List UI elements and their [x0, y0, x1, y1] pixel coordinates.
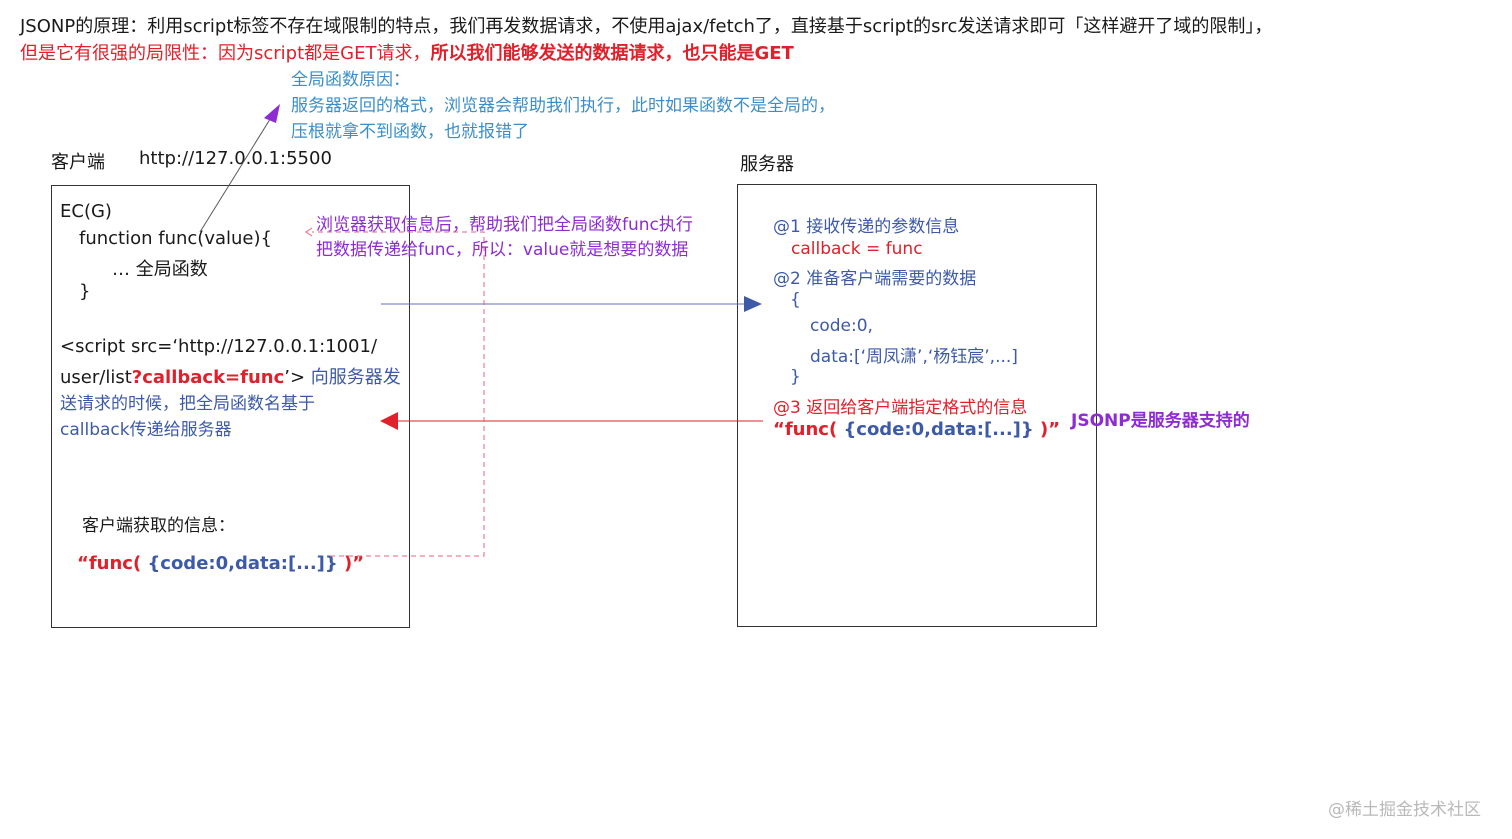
client-ec-label: EC(G): [60, 201, 112, 222]
client-received-func: “func(: [77, 553, 142, 574]
browser-note-line-1: 浏览器获取信息后，帮助我们把全局函数func执行: [316, 215, 693, 235]
execute-dashed-arrowhead: [305, 227, 313, 237]
server-callback: callback = func: [791, 239, 923, 259]
global-note-line-1: 服务器返回的格式，浏览器会帮助我们执行，此时如果函数不是全局的，: [291, 96, 835, 116]
client-func-close: }: [79, 281, 91, 302]
server-step-1: @1 接收传递的参数信息: [773, 217, 960, 237]
server-code: code:0,: [810, 316, 873, 336]
side-note: JSONP是服务器支持的: [1071, 411, 1250, 431]
server-return-func: “func(: [773, 419, 838, 440]
client-script-line-2: user/list?callback=func’> 向服务器发: [60, 363, 401, 389]
client-script-note-1: 向服务器发: [310, 367, 401, 388]
watermark: @稀土掘金技术社区: [1328, 800, 1481, 820]
client-script-path: user/list: [60, 367, 132, 388]
server-return-close: )”: [1033, 419, 1061, 440]
client-box: [51, 185, 410, 628]
global-note-pointer-line: [199, 115, 273, 233]
client-func-body: … 全局函数: [112, 259, 208, 280]
browser-note-line-2: 把数据传递给func，所以：value就是想要的数据: [316, 240, 689, 260]
global-note-line-2: 压根就拿不到函数，也就报错了: [291, 122, 529, 142]
global-note-pointer-arrowhead: [264, 104, 280, 123]
header-line-1: JSONP的原理：利用script标签不存在域限制的特点，我们再发数据请求，不使…: [20, 16, 1273, 37]
client-func-decl: function func(value){: [79, 228, 272, 249]
client-received-value: “func( {code:0,data:[...]} )”: [77, 553, 364, 574]
client-script-callback: ?callback=func: [131, 367, 285, 388]
server-step-3: @3 返回给客户端指定格式的信息: [773, 398, 1028, 418]
server-label: 服务器: [740, 154, 794, 175]
client-url: http://127.0.0.1:5500: [139, 148, 332, 169]
global-note-title: 全局函数原因：: [291, 70, 410, 90]
header-line-2-part-a: 但是它有很强的局限性：因为script都是GET请求，: [20, 43, 431, 64]
server-return-data: {code:0,data:[...]}: [837, 419, 1034, 440]
request-arrowhead: [744, 296, 762, 312]
client-received-close: )”: [337, 553, 365, 574]
server-step-2: @2 准备客户端需要的数据: [773, 269, 977, 289]
server-data: data:[‘周凤潇’,‘杨钰宸’,...]: [810, 347, 1018, 367]
server-brace-open: {: [790, 290, 801, 310]
client-script-line-1: <script src=‘http://127.0.0.1:1001/: [60, 336, 378, 357]
client-label: 客户端: [51, 152, 105, 173]
header-line-2: 但是它有很强的局限性：因为script都是GET请求，所以我们能够发送的数据请求…: [20, 39, 794, 65]
header-line-2-part-b: 所以我们能够发送的数据请求，也只能是GET: [430, 43, 794, 64]
response-arrowhead: [380, 412, 398, 430]
server-return-value: “func( {code:0,data:[...]} )”: [773, 419, 1060, 440]
client-script-note-2: 送请求的时候，把全局函数名基于: [60, 394, 315, 414]
client-script-note-3: callback传递给服务器: [60, 420, 232, 440]
client-script-close: ’>: [284, 367, 306, 388]
client-received-data: {code:0,data:[...]}: [141, 553, 338, 574]
execute-dashed-connector: [312, 231, 485, 557]
client-received-label: 客户端获取的信息：: [82, 516, 235, 536]
server-brace-close: }: [790, 367, 801, 387]
server-box: [737, 184, 1097, 627]
